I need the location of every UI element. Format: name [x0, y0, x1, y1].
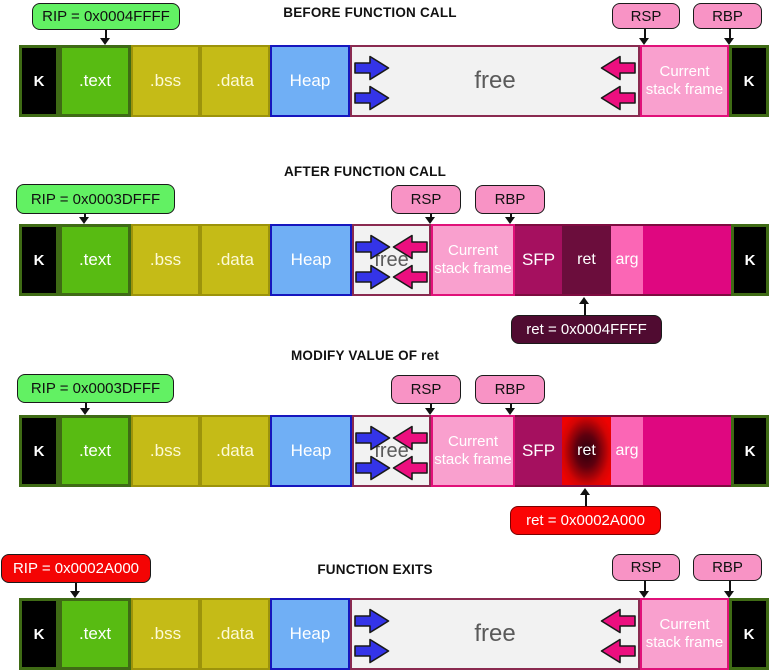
- section-title-function-exits: FUNCTION EXITS: [317, 562, 433, 577]
- free-segment: free: [350, 45, 640, 117]
- bss-segment: .bss: [131, 598, 200, 670]
- section-title-after-call: AFTER FUNCTION CALL: [283, 164, 447, 179]
- data-segment: .data: [200, 415, 270, 487]
- free-segment: free: [352, 224, 431, 296]
- heap-grow-arrow-icon: [355, 234, 391, 260]
- heap-grow-arrow-icon: [355, 264, 391, 290]
- arrow-down-icon: [639, 581, 650, 598]
- ret-segment-modified: ret: [562, 415, 611, 487]
- previous-stack-frame-segment: [643, 415, 731, 487]
- heap-grow-arrow-icon: [355, 425, 391, 451]
- ret-value-note: ret = 0x0002A000: [510, 506, 661, 535]
- arrow-down-icon: [79, 214, 90, 224]
- text-segment: .text: [59, 415, 131, 487]
- heap-segment: Heap: [270, 415, 352, 487]
- stack-grow-arrow-icon: [392, 425, 428, 451]
- stack-grow-arrow-icon: [392, 455, 428, 481]
- bss-segment: .bss: [131, 45, 200, 117]
- bss-segment: .bss: [131, 415, 200, 487]
- section-title-modify-ret: MODIFY VALUE OF ret: [290, 348, 440, 363]
- stack-grow-arrow-icon: [600, 85, 636, 111]
- current-stack-frame-segment: Current stack frame: [431, 224, 515, 296]
- arrow-down-icon: [505, 404, 516, 415]
- memory-bar: K .text .bss .data Heap free Current sta…: [19, 224, 769, 296]
- heap-grow-arrow-icon: [354, 608, 390, 634]
- ret-value-note: ret = 0x0004FFFF: [511, 315, 662, 344]
- kernel-segment: K: [731, 224, 769, 296]
- arrow-down-icon: [724, 581, 735, 598]
- heap-grow-arrow-icon: [355, 455, 391, 481]
- free-segment: free: [352, 415, 431, 487]
- arrow-down-icon: [100, 30, 111, 45]
- kernel-segment: K: [731, 415, 769, 487]
- kernel-segment: K: [19, 415, 59, 487]
- free-label: free: [474, 620, 516, 647]
- kernel-segment: K: [19, 45, 59, 117]
- ret-segment: ret: [562, 224, 611, 296]
- heap-grow-arrow-icon: [354, 638, 390, 664]
- rbp-register-box: RBP: [475, 185, 545, 214]
- stack-grow-arrow-icon: [600, 638, 636, 664]
- memory-bar: K .text .bss .data Heap free Current sta…: [19, 415, 769, 487]
- free-segment: free: [350, 598, 640, 670]
- rsp-register-box: RSP: [612, 3, 680, 29]
- kernel-segment: K: [729, 45, 769, 117]
- sfp-segment: SFP: [515, 224, 562, 296]
- heap-grow-arrow-icon: [354, 85, 390, 111]
- free-label: free: [374, 248, 409, 271]
- rbp-register-box: RBP: [693, 3, 762, 29]
- rbp-register-box: RBP: [475, 375, 545, 404]
- bss-segment: .bss: [131, 224, 200, 296]
- stack-grow-arrow-icon: [392, 234, 428, 260]
- previous-stack-frame-segment: [643, 224, 731, 296]
- kernel-segment: K: [19, 224, 59, 296]
- section-title-before-call: BEFORE FUNCTION CALL: [283, 5, 457, 20]
- memory-bar: K .text .bss .data Heap free Current sta…: [19, 598, 769, 670]
- arg-segment: arg: [611, 415, 643, 487]
- kernel-segment: K: [729, 598, 769, 670]
- heap-segment: Heap: [270, 45, 350, 117]
- arrow-up-icon: [580, 488, 591, 506]
- rsp-register-box: RSP: [391, 375, 461, 404]
- data-segment: .data: [200, 224, 270, 296]
- rsp-register-box: RSP: [391, 185, 461, 214]
- rip-register-box: RIP = 0x0003DFFF: [17, 374, 174, 403]
- current-stack-frame-segment: Current stack frame: [640, 598, 729, 670]
- current-stack-frame-segment: Current stack frame: [640, 45, 729, 117]
- arrow-down-icon: [724, 29, 735, 45]
- heap-grow-arrow-icon: [354, 55, 390, 81]
- heap-segment: Heap: [270, 598, 350, 670]
- text-segment: .text: [59, 598, 131, 670]
- memory-bar: K .text .bss .data Heap free Current sta…: [19, 45, 769, 117]
- kernel-segment: K: [19, 598, 59, 670]
- arrow-down-icon: [425, 214, 436, 224]
- arrow-up-icon: [579, 297, 590, 315]
- sfp-segment: SFP: [515, 415, 562, 487]
- arrow-down-icon: [70, 583, 81, 598]
- arrow-down-icon: [505, 214, 516, 224]
- text-segment: .text: [59, 45, 131, 117]
- arg-segment: arg: [611, 224, 643, 296]
- rip-register-box: RIP = 0x0004FFFF: [32, 3, 180, 30]
- stack-grow-arrow-icon: [392, 264, 428, 290]
- rip-register-box: RIP = 0x0003DFFF: [16, 184, 175, 214]
- free-label: free: [374, 439, 409, 462]
- data-segment: .data: [200, 598, 270, 670]
- arrow-down-icon: [80, 403, 91, 415]
- rip-register-box: RIP = 0x0002A000: [1, 554, 151, 583]
- text-segment: .text: [59, 224, 131, 296]
- free-label: free: [474, 67, 516, 94]
- arrow-down-icon: [639, 29, 650, 45]
- data-segment: .data: [200, 45, 270, 117]
- heap-segment: Heap: [270, 224, 352, 296]
- arrow-down-icon: [425, 404, 436, 415]
- stack-grow-arrow-icon: [600, 608, 636, 634]
- rbp-register-box: RBP: [693, 554, 762, 581]
- stack-grow-arrow-icon: [600, 55, 636, 81]
- rsp-register-box: RSP: [612, 554, 680, 581]
- current-stack-frame-segment: Current stack frame: [431, 415, 515, 487]
